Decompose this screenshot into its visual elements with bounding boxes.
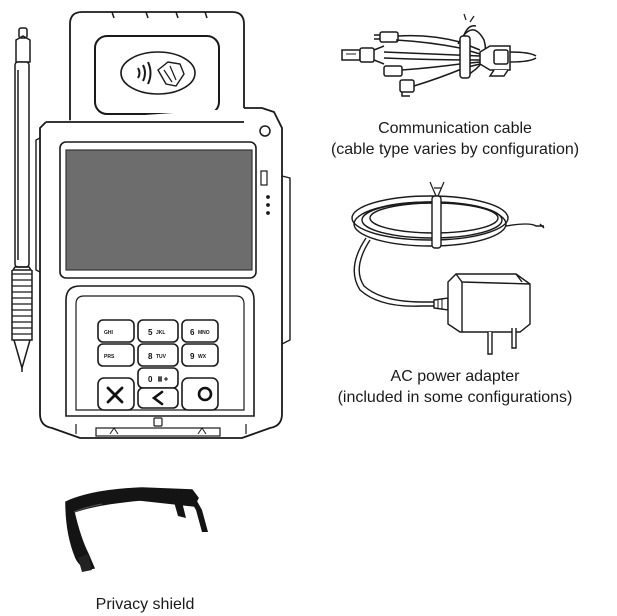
key-9-number: 9: [190, 352, 195, 361]
key-6-number: 6: [190, 328, 195, 337]
communication-cable-label: Communication cable: [378, 120, 532, 137]
key-8-letters: TUV: [156, 354, 167, 360]
power-adapter-label: AC power adapter: [390, 368, 520, 385]
key-0-symbols: [158, 376, 168, 382]
privacy-shield-label: Privacy shield: [95, 596, 195, 613]
key-5-number: 5: [148, 328, 153, 337]
key-6-letters: MNO: [198, 330, 210, 336]
payment-terminal-illustration: GHI 5 JKL 6 MNO PRS 8 TUV 9 WX 0: [11, 11, 291, 439]
stylus-icon: [11, 27, 33, 372]
power-adapter-caption: AC power adapter (included in some confi…: [310, 366, 600, 408]
power-adapter-note: (included in some configurations): [337, 389, 573, 406]
back-key-icon: [151, 390, 164, 406]
key-0-number: 0: [148, 375, 153, 384]
communication-cable-caption: Communication cable (cable type varies b…: [300, 118, 610, 160]
power-adapter-icon: [351, 181, 545, 355]
key-5-letters: JKL: [156, 330, 165, 336]
cancel-key-icon: [106, 386, 124, 404]
keypad-labels: GHI 5 JKL 6 MNO PRS 8 TUV 9 WX 0: [104, 328, 210, 384]
key-4-letters: GHI: [104, 330, 114, 336]
communication-cable-icon: [341, 13, 537, 97]
key-7-letters: PRS: [104, 354, 115, 360]
communication-cable-note: (cable type varies by configuration): [330, 141, 580, 158]
key-9-letters: WX: [198, 354, 207, 360]
privacy-shield-caption: Privacy shield: [60, 594, 230, 615]
key-8-number: 8: [148, 352, 153, 361]
privacy-shield-icon: [65, 487, 208, 572]
enter-key-icon: [197, 386, 213, 402]
